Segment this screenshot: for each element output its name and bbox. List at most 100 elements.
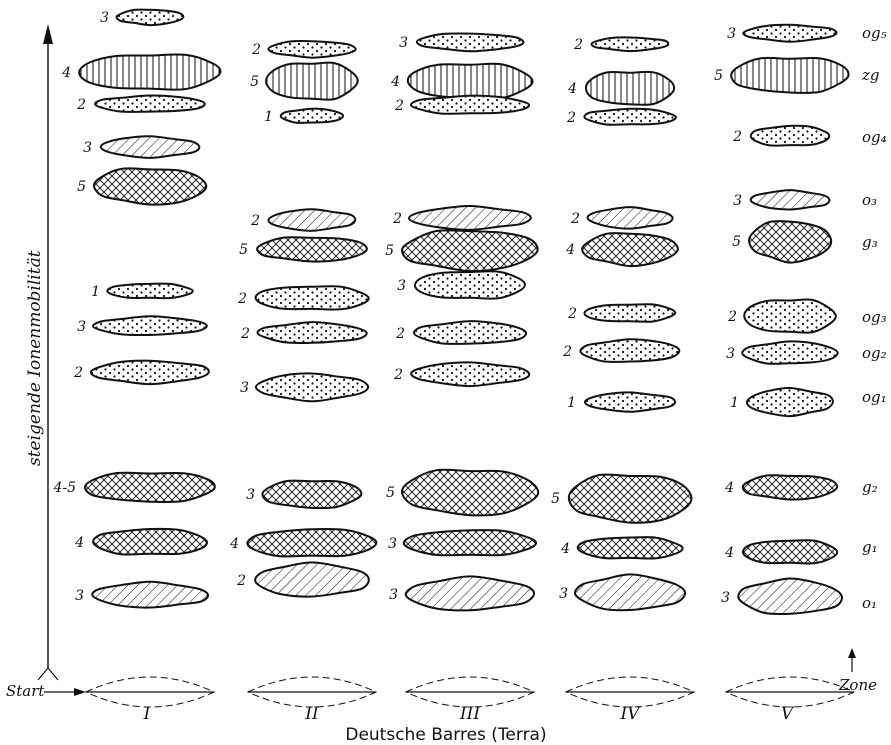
intensity-II-g1: 4 [229, 536, 239, 552]
intensity-I-og4: 2 [76, 97, 86, 113]
intensity-III-zg: 4 [390, 74, 400, 90]
band-I-og3a [107, 284, 193, 299]
intensity-II-og2: 3 [240, 380, 249, 396]
zone-label-o1: o₁ [862, 594, 877, 612]
band-II-g1 [247, 529, 376, 556]
intensity-II-o1: 2 [236, 573, 246, 589]
intensity-V-og5: 3 [727, 26, 736, 42]
intensity-V-o3: 3 [733, 193, 742, 209]
band-II-o1 [255, 562, 369, 596]
band-I-og2 [91, 361, 209, 384]
band-IV-og3 [584, 304, 675, 322]
band-V-g1 [743, 540, 837, 563]
intensity-IV-o1: 3 [559, 586, 568, 602]
intensity-I-o3: 3 [83, 140, 92, 156]
zone-label-og5: og₅ [862, 24, 887, 42]
band-II-og3a [256, 286, 369, 309]
band-V-og3 [744, 299, 836, 332]
x-axis-label: Deutsche Barres (Terra) [345, 725, 546, 745]
band-IV-og5 [591, 37, 668, 51]
intensity-IV-g2: 5 [551, 491, 560, 507]
band-I-og5 [116, 10, 183, 26]
band-II-g3 [257, 237, 367, 261]
intensity-III-og4: 2 [394, 98, 404, 114]
band-I-og3 [93, 316, 207, 335]
zone-label-og3: og₃ [862, 308, 887, 326]
band-III-g2 [402, 470, 538, 516]
intensity-IV-o3: 2 [570, 211, 580, 227]
intensity-II-g3: 5 [239, 242, 248, 258]
intensity-IV-og3: 2 [567, 306, 577, 322]
lane-label-V: V [781, 704, 795, 724]
band-II-zg [266, 63, 358, 100]
zone-label-og2: og₂ [862, 344, 887, 362]
lane-label-IV: IV [620, 704, 642, 724]
zone-label-g1: g₁ [862, 538, 878, 556]
intensity-I-g3: 5 [77, 179, 86, 195]
zone-label-zg: zg [861, 66, 880, 84]
band-II-o3 [268, 209, 355, 231]
intensity-V-og2: 3 [726, 346, 735, 362]
mobility-axis-label: steigende Ionenmobilität [25, 250, 45, 466]
band-V-o3 [751, 190, 830, 209]
intensity-IV-g3: 4 [565, 242, 575, 258]
intensity-III-g3: 5 [385, 243, 394, 259]
zone-label-og4: og₄ [862, 128, 887, 146]
intensity-II-og3a: 2 [237, 291, 247, 307]
intensity-II-g2: 3 [246, 487, 255, 503]
intensity-I-g2: 4-5 [52, 480, 76, 496]
band-IV-o3 [587, 207, 672, 229]
intensity-I-o1: 3 [75, 588, 84, 604]
intensity-I-og5: 3 [100, 10, 109, 26]
start-arrow-icon [74, 688, 86, 696]
zone-label-o3: o₃ [862, 191, 877, 209]
band-I-o3 [101, 136, 200, 158]
band-IV-g2 [569, 475, 692, 523]
band-IV-g3 [582, 233, 678, 266]
intensity-III-o1: 3 [389, 587, 398, 603]
intensity-V-zg: 5 [714, 68, 723, 84]
intensity-II-zg: 5 [250, 74, 259, 90]
band-II-og5 [268, 41, 355, 58]
band-III-zg [408, 64, 533, 99]
lane-label-I: I [143, 704, 151, 724]
band-I-og4 [95, 95, 205, 111]
intensity-I-og2: 2 [73, 365, 83, 381]
band-I-g1 [93, 529, 207, 555]
intensity-V-o1: 3 [721, 590, 730, 606]
intensity-II-og4: 1 [264, 109, 273, 125]
intensity-I-og3: 3 [77, 319, 86, 335]
intensity-II-o3: 2 [250, 213, 260, 229]
zone-indicator-label: Zone [838, 676, 877, 694]
intensity-II-og3: 2 [240, 326, 250, 342]
band-V-g3 [749, 221, 831, 263]
intensity-I-zg: 4 [61, 65, 71, 81]
band-IV-o1 [575, 574, 685, 610]
band-IV-zg [586, 72, 674, 105]
intensity-I-g1: 4 [74, 535, 84, 551]
lane-label-III: III [459, 704, 480, 724]
intensity-III-og2: 2 [393, 367, 403, 383]
band-III-og5 [417, 33, 524, 51]
band-V-og1 [747, 388, 833, 416]
band-III-g1 [404, 530, 536, 555]
band-I-o1 [92, 582, 208, 608]
band-V-og5 [743, 25, 836, 42]
zone-label-g3: g₃ [862, 233, 878, 251]
axis-arrow-icon [43, 24, 53, 44]
intensity-V-g3: 5 [732, 234, 741, 250]
band-II-og3 [257, 322, 366, 343]
start-label: Start [6, 682, 45, 700]
band-V-og4 [751, 126, 830, 146]
zone-arrow-icon [848, 648, 856, 658]
band-I-zg [79, 54, 220, 89]
intensity-III-g1: 3 [388, 536, 397, 552]
intensity-IV-og1: 1 [567, 395, 576, 411]
intensity-IV-og5: 2 [573, 37, 583, 53]
band-V-o1 [738, 578, 842, 614]
zone-label-g2: g₂ [862, 478, 878, 496]
intensity-IV-og4: 2 [566, 110, 576, 126]
band-V-g2 [743, 475, 837, 499]
